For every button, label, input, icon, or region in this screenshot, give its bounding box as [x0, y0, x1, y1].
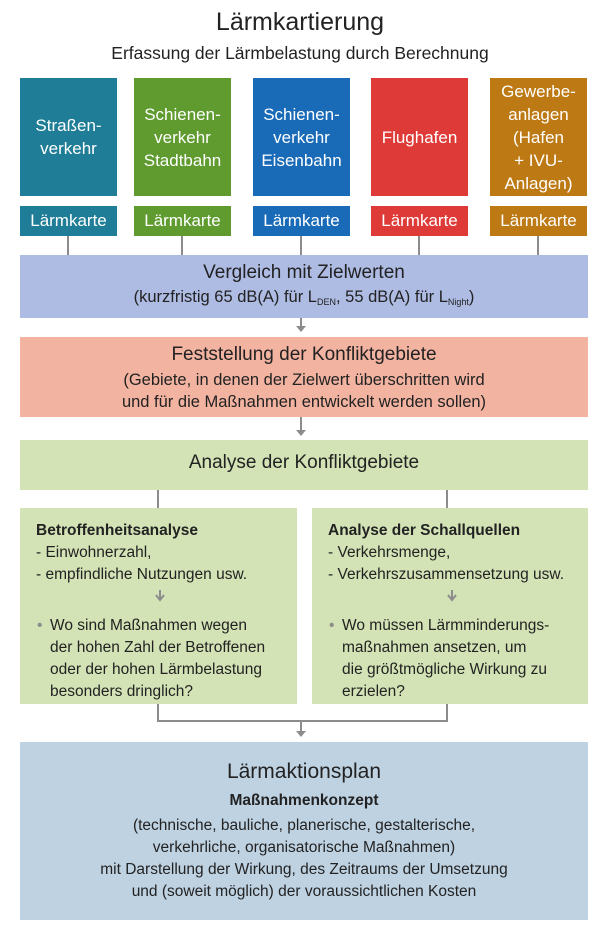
- source-box-flughafen: Flughafen: [371, 78, 468, 196]
- arrow-stem: [300, 417, 302, 431]
- diagram-title: Lärmkartierung: [215, 8, 385, 36]
- affected-analysis-heading: Betroffenheitsanalyse: [36, 522, 198, 539]
- connector-line: [157, 720, 448, 722]
- noise-source-analysis-heading: Analyse der Schallquellen: [328, 522, 521, 539]
- list-item: - empfindliche Nutzungen usw.: [36, 566, 248, 583]
- source-box-stadtbahn: Schienen- verkehr Stadtbahn: [134, 78, 231, 196]
- noise-map-box-flughafen: Lärmkarte: [371, 206, 468, 236]
- question-text: • Wo sind Maßnahmen wegen der hohen Zahl…: [37, 617, 266, 700]
- plan-line: und (soweit möglich) der voraussichtlich…: [131, 883, 477, 900]
- arrow-down-icon: [154, 587, 297, 609]
- list-item: - Verkehrsmenge,: [328, 544, 451, 561]
- plan-line: mit Darstellung der Wirkung, des Zeitrau…: [100, 861, 508, 878]
- target-comparison-box: Vergleich mit Zielwerten (kurzfristig 65…: [20, 255, 588, 318]
- conflict-areas-heading: Feststellung der Konfliktgebiete: [171, 344, 437, 365]
- noise-source-analysis-panel: Analyse der Schallquellen - Verkehrsmeng…: [312, 508, 588, 704]
- arrow-stem: [300, 720, 302, 732]
- measures-concept-heading: Maßnahmenkonzept: [229, 792, 379, 809]
- list-item: - Verkehrszusammensetzung usw.: [328, 566, 565, 583]
- plan-line: (technische, bauliche, planerische, gest…: [132, 817, 476, 834]
- noise-action-plan-heading: Lärmaktionsplan: [226, 760, 382, 783]
- connector-line: [300, 236, 302, 255]
- arrow-down-icon: [296, 430, 306, 436]
- conflict-areas-line1: (Gebiete, in denen der Zielwert überschr…: [123, 371, 485, 389]
- source-box-gewerbeanlagen: Gewerbe- anlagen (Hafen + IVU- Anlagen): [490, 78, 587, 196]
- arrow-stem: [300, 318, 302, 326]
- noise-map-box-eisenbahn: Lärmkarte: [253, 206, 350, 236]
- connector-line: [446, 490, 448, 508]
- noise-map-box-strassenverkehr: Lärmkarte: [20, 206, 117, 236]
- connector-line: [446, 704, 448, 722]
- noise-map-box-gewerbeanlagen: Lärmkarte: [490, 206, 587, 236]
- conflict-analysis-box: Analyse der Konfliktgebiete: [20, 440, 588, 490]
- bullet-icon: •: [37, 617, 43, 634]
- connector-line: [157, 490, 159, 508]
- arrow-down-icon: [296, 731, 306, 737]
- connector-line: [537, 236, 539, 255]
- plan-line: verkehrliche, organisatorische Maßnahmen…: [152, 839, 456, 856]
- affected-analysis-panel: Betroffenheitsanalyse - Einwohnerzahl, -…: [20, 508, 297, 704]
- connector-line: [181, 236, 183, 255]
- list-item: - Einwohnerzahl,: [36, 544, 152, 561]
- target-comparison-detail: (kurzfristig 65 dB(A) für LDEN, 55 dB(A)…: [133, 288, 475, 307]
- conflict-areas-box: Feststellung der Konfliktgebiete (Gebiet…: [20, 337, 588, 417]
- noise-map-box-stadtbahn: Lärmkarte: [134, 206, 231, 236]
- conflict-analysis-heading: Analyse der Konfliktgebiete: [188, 452, 420, 473]
- conflict-areas-line2: und für die Maßnahmen entwickelt werden …: [121, 393, 487, 411]
- connector-line: [418, 236, 420, 255]
- bullet-icon: •: [329, 617, 335, 634]
- arrow-down-icon: [446, 587, 588, 609]
- noise-action-plan-box: Lärmaktionsplan Maßnahmenkonzept (techni…: [20, 742, 588, 920]
- connector-line: [67, 236, 69, 255]
- connector-line: [157, 704, 159, 722]
- target-comparison-heading: Vergleich mit Zielwerten: [203, 262, 405, 283]
- diagram-subtitle: Erfassung der Lärmbelastung durch Berech…: [111, 43, 489, 63]
- source-box-eisenbahn: Schienen- verkehr Eisenbahn: [253, 78, 350, 196]
- question-text: • Wo müssen Lärmminderungs- maßnahmen an…: [329, 617, 550, 700]
- arrow-down-icon: [296, 326, 306, 332]
- source-box-strassenverkehr: Straßen- verkehr: [20, 78, 117, 196]
